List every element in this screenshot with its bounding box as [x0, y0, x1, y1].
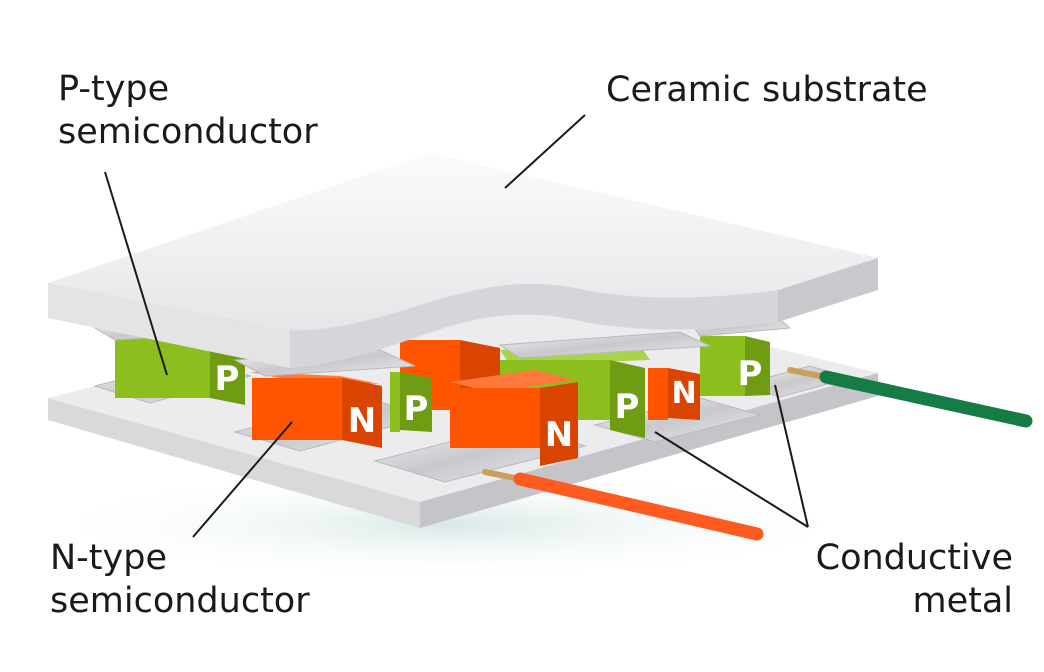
leader-lines — [104, 114, 809, 538]
top-ceramic-plate — [48, 153, 878, 368]
p-letter: P — [404, 389, 429, 429]
ceramic-substrate-label: Ceramic substrate — [606, 70, 928, 110]
p-type-label: P-type semiconductor — [58, 68, 318, 154]
n-type-label: N-type semiconductor — [50, 537, 310, 623]
n-type-label-line-2: semiconductor — [50, 581, 310, 621]
n-element-1: N — [250, 372, 382, 448]
metal-label-line-2: metal — [912, 581, 1013, 621]
metal-label-line-1: Conductive — [815, 538, 1013, 578]
n-element-3: N — [648, 368, 700, 420]
green-wire — [787, 367, 1033, 428]
conductive-metal-label: Conductive metal — [808, 537, 1013, 623]
p-element-4: P — [700, 336, 770, 396]
leader-ceramic — [504, 114, 586, 189]
p-letter: P — [215, 359, 240, 399]
p-type-label-line-1: P-type — [58, 69, 170, 109]
n-letter: N — [671, 376, 696, 411]
leader-metal-1 — [654, 431, 809, 528]
floor-shadow — [30, 470, 870, 580]
p-letter: P — [615, 387, 640, 427]
n-letter: N — [348, 401, 376, 441]
orange-wire — [482, 469, 764, 541]
p-element-2: P — [390, 372, 432, 432]
leader-ntype — [192, 421, 293, 538]
n-type-label-line-1: N-type — [50, 538, 167, 578]
p-letter: P — [738, 354, 763, 394]
n-letter: N — [545, 415, 573, 455]
n-element-2: N — [450, 370, 578, 466]
p-type-label-line-2: semiconductor — [58, 112, 318, 152]
leader-metal-2 — [774, 384, 809, 528]
leader-ptype — [104, 171, 168, 376]
